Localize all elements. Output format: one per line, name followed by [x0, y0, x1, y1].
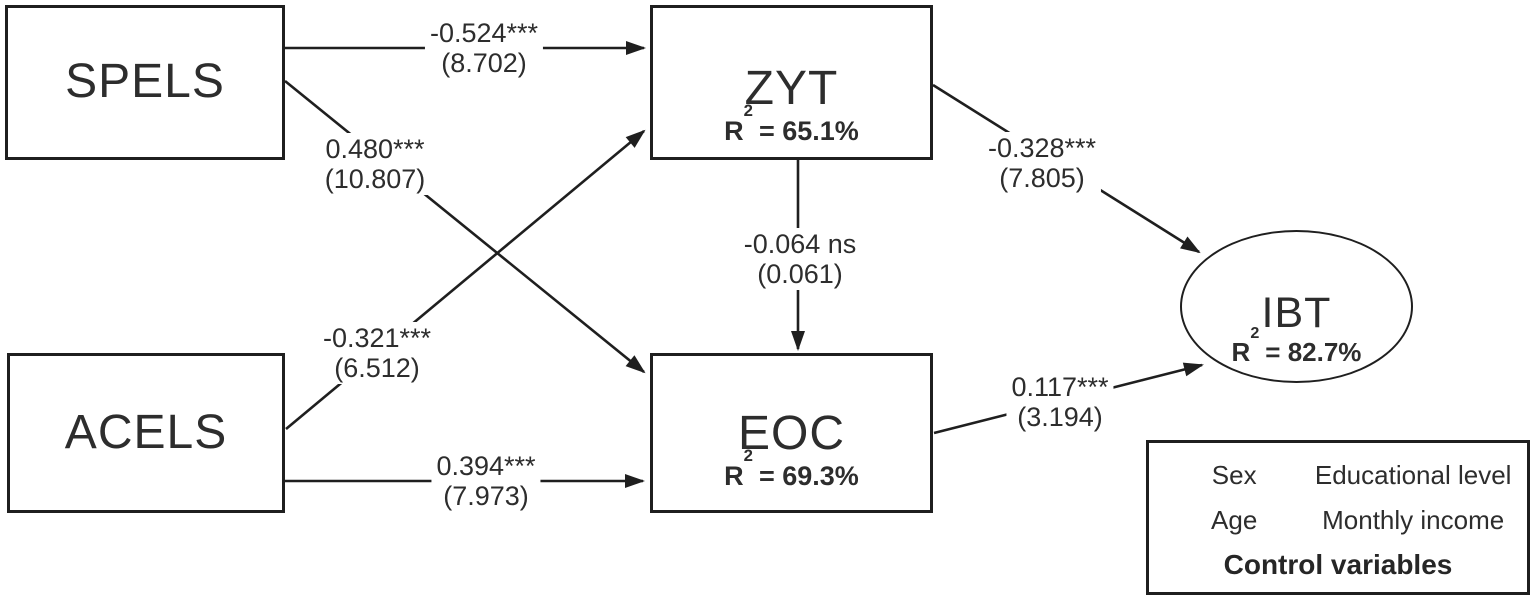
path-label-acels-zyt: -0.321*** (6.512) [317, 322, 437, 384]
node-zyt-r-squared: R2= 65.1% [724, 101, 859, 147]
node-zyt-label: ZYT [744, 61, 839, 115]
control-variable-sex: Sex [1211, 460, 1257, 490]
path-label-spels-zyt: -0.524*** (8.702) [424, 17, 544, 79]
path-tstat: (0.061) [757, 259, 843, 289]
node-spels-label: SPELS [65, 55, 225, 109]
path-label-zyt-ibt: -0.328*** (7.805) [982, 132, 1102, 194]
path-tstat: (6.512) [334, 353, 420, 383]
r-exponent: 2 [743, 100, 753, 120]
path-label-zyt-eoc: -0.064 ns (0.061) [738, 228, 862, 290]
node-acels-label: ACELS [64, 405, 228, 459]
node-eoc-label: EOC [737, 406, 845, 460]
node-acels: ACELS [7, 353, 285, 513]
node-ibt-label: IBT [1261, 288, 1332, 337]
control-variables-row: Sex Educational level [1159, 460, 1517, 491]
control-variables-title: Control variables [1223, 549, 1453, 580]
r-value: = 69.3% [758, 461, 859, 491]
node-eoc: EOC R2= 69.3% [650, 353, 933, 513]
r-value: = 82.7% [1265, 337, 1362, 367]
node-eoc-r-squared: R2= 69.3% [724, 446, 859, 492]
node-ibt: IBT R2 = 82.7% [1180, 230, 1413, 383]
path-coefficient: -0.064 ns [743, 229, 857, 259]
path-tstat: (7.805) [999, 163, 1085, 193]
r-value: = 65.1% [758, 116, 859, 146]
path-coefficient: 0.117*** [1011, 372, 1109, 402]
control-variable-age: Age [1211, 504, 1258, 535]
path-label-eoc-ibt: 0.117*** (3.194) [1006, 371, 1114, 433]
node-ibt-r-squared: R2 = 82.7% [1231, 324, 1362, 368]
control-variable-educational-level: Educational level [1314, 460, 1512, 490]
control-variables-box: Sex Educational level Age Monthly income… [1146, 440, 1530, 595]
r-exponent: 2 [1250, 323, 1260, 342]
node-spels: SPELS [5, 5, 285, 160]
control-variables-row: Age Monthly income [1159, 505, 1517, 536]
path-tstat: (8.702) [441, 48, 527, 78]
r-letter: R [724, 461, 744, 491]
r-letter: R [1231, 337, 1251, 367]
path-coefficient: -0.328*** [987, 133, 1097, 163]
r-exponent: 2 [743, 445, 753, 465]
arrow-spels-to-eoc [284, 79, 646, 374]
path-coefficient: 0.394*** [436, 451, 536, 481]
path-tstat: (3.194) [1017, 402, 1103, 432]
control-variable-monthly-income: Monthly income [1322, 504, 1505, 535]
path-label-acels-eoc: 0.394*** (7.973) [431, 450, 541, 512]
r-letter: R [724, 116, 744, 146]
path-coefficient: 0.480*** [325, 134, 425, 164]
node-zyt: ZYT R2= 65.1% [650, 5, 933, 160]
path-coefficient: -0.321*** [322, 323, 432, 353]
path-tstat: (7.973) [443, 481, 529, 511]
path-tstat: (10.807) [324, 164, 426, 194]
path-coefficient: -0.524*** [429, 18, 539, 48]
path-label-spels-eoc: 0.480*** (10.807) [319, 133, 431, 195]
